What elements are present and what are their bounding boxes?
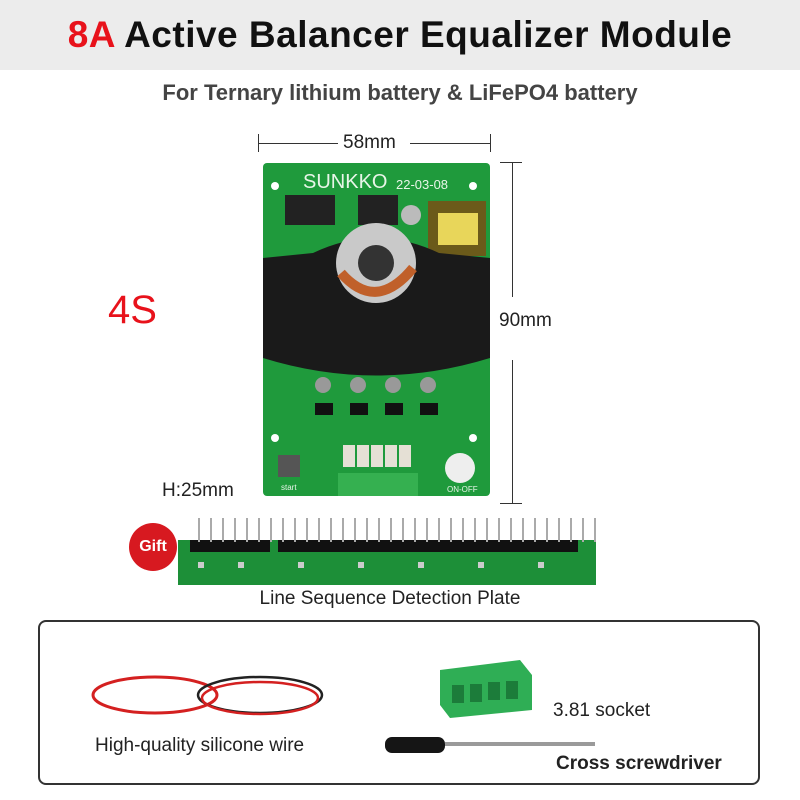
balancer-board-image: SUNKKO 22-03-08 start ON-OFF — [263, 163, 490, 496]
length-dimension: 90mm — [499, 310, 552, 331]
socket-icon — [440, 660, 532, 718]
board-date: 22-03-08 — [396, 177, 449, 192]
page-title: 8A Active Balancer Equalizer Module — [0, 0, 800, 70]
header-pins — [188, 518, 598, 542]
silicone-wire-icon — [91, 675, 324, 716]
screwdriver-label: Cross screwdriver — [556, 753, 722, 774]
switch-label: ON-OFF — [447, 485, 478, 494]
board-components-icon — [263, 182, 490, 496]
dimension-line — [410, 143, 490, 144]
dimension-line — [512, 360, 513, 503]
start-button-label: start — [281, 483, 297, 492]
dimension-tick — [500, 503, 522, 504]
title-accent: 8A — [67, 14, 115, 55]
series-label: 4S — [108, 288, 157, 332]
gift-badge: Gift — [129, 523, 177, 571]
accessories-box — [38, 620, 760, 785]
subtitle: For Ternary lithium battery & LiFePO4 ba… — [162, 80, 638, 105]
socket-label: 3.81 socket — [553, 700, 651, 721]
width-dimension: 58mm — [343, 132, 396, 153]
dimension-tick — [490, 134, 491, 152]
header-pins-icon — [190, 528, 578, 568]
line-sequence-plate-image — [178, 528, 596, 585]
dimension-line — [512, 162, 513, 297]
board-brand: SUNKKO — [303, 171, 388, 193]
dimension-tick — [500, 162, 522, 163]
height-dimension: H:25mm — [162, 480, 234, 501]
wire-label: High-quality silicone wire — [95, 735, 305, 756]
title-text: Active Balancer Equalizer Module — [114, 14, 733, 55]
plate-label: Line Sequence Detection Plate — [259, 588, 521, 609]
dimension-line — [258, 143, 338, 144]
screwdriver-icon — [385, 737, 595, 753]
